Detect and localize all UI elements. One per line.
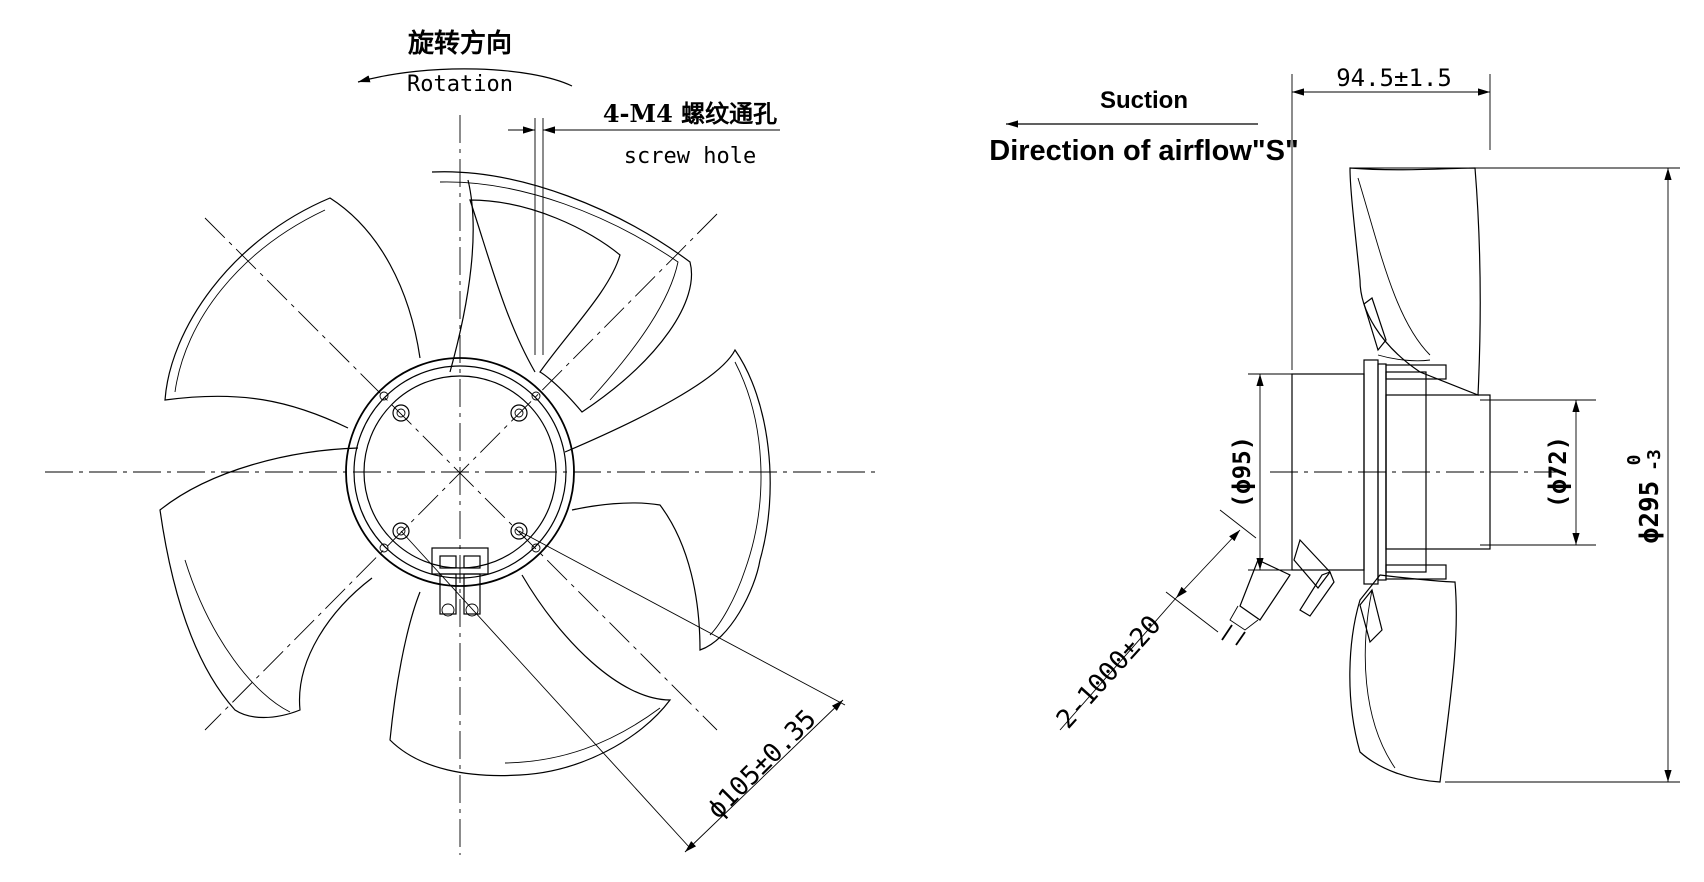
screw-hole-label-cn: 4-M4 螺纹通孔: [603, 99, 777, 128]
pcd-dimension: ϕ105±0.35: [702, 704, 823, 825]
side-view: Suction Direction of airflow"S" 94.5±1.5…: [989, 64, 1680, 783]
front-view: 旋转方向 Rotation 4-M4 螺纹通孔 screw hole ϕ105±…: [45, 28, 875, 855]
airflow-direction-label: Direction of airflow"S": [989, 135, 1298, 167]
rotation-arrow-icon: [357, 68, 573, 87]
pcd-dimension-line: [684, 699, 844, 853]
bottom-blade-profile: [1349, 574, 1457, 783]
lead-wire-dimension-line: [1175, 529, 1241, 599]
top-blade-profile: [1349, 167, 1481, 396]
lead-wire-dimension: 2-1000±20: [1051, 610, 1168, 735]
lead-wire-cable: [1221, 538, 1335, 646]
motor-face: [363, 375, 557, 569]
fan-diameter: ϕ295: [1635, 481, 1665, 544]
rotation-label-en: Rotation: [407, 72, 513, 97]
screw-hole-icons: [379, 391, 541, 553]
motor-diameter: (ϕ95): [1228, 436, 1256, 508]
cable-gland: [431, 547, 489, 617]
fan-diameter-text: ϕ295 0 -3: [1624, 449, 1665, 543]
hub-outer-ring: [345, 357, 575, 587]
rotation-label-cn: 旋转方向: [408, 28, 512, 59]
suction-label: Suction: [1100, 87, 1188, 114]
fan-diameter-tol-upper: 0: [1624, 455, 1645, 466]
diagonal-centerline-2: [204, 213, 718, 731]
depth-dimension: 94.5±1.5: [1336, 64, 1452, 92]
diagonal-centerline-1: [204, 217, 718, 731]
hub-inner-ring: [353, 365, 567, 579]
screw-hole-label-en: screw hole: [624, 144, 756, 169]
hub-diameter: (ϕ72): [1544, 436, 1572, 508]
fan-blades: [159, 171, 771, 777]
fan-diameter-tol-lower: -3: [1644, 449, 1665, 471]
